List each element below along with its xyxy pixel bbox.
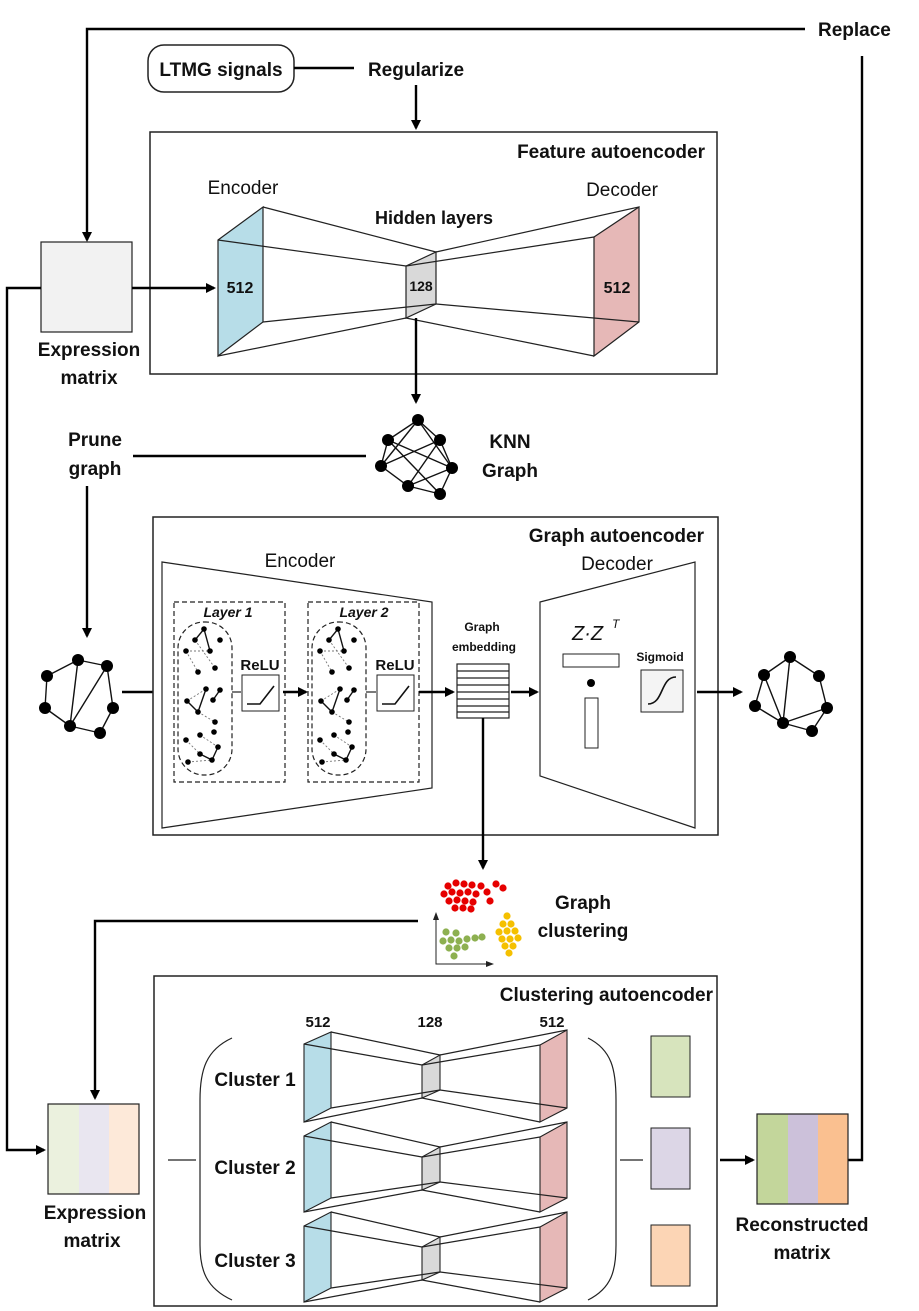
regularize-label: Regularize [368,60,464,81]
cluster-1-autoencoder [303,1029,568,1123]
relu-1-icon [241,674,280,712]
cluster-ae-output-dim: 512 [539,1014,564,1031]
expression-matrix-box [40,241,133,333]
relu-2-icon [376,674,415,712]
feature-encoder-label: Encoder [208,178,279,199]
dot-product-icon [587,679,595,687]
graph-embedding-label-2: embedding [452,640,516,654]
zzt-sup: T [612,617,621,631]
cluster-3-autoencoder [303,1211,568,1303]
feature-ae-funnel [217,205,640,358]
decoder-dim-label: 512 [604,280,631,297]
relu-2-label: ReLU [375,657,414,674]
clustering-to-matrix-arrow [90,919,418,1100]
clustering-autoencoder-title: Clustering autoencoder [500,985,714,1006]
prune-graph-label-1: Prune [68,430,122,451]
prune-graph-label-2: graph [69,459,122,480]
layer-1-graphs [183,626,223,765]
layer-1-inner [177,621,233,776]
relu-1-label: ReLU [240,657,279,674]
z-row-vector [562,653,620,668]
reconstructed-matrix-label-2: matrix [773,1243,830,1264]
knn-graph-label-1: KNN [489,432,530,453]
replace-label: Replace [818,20,891,41]
left-brace [199,1037,233,1301]
graph-clustering-plot [433,879,522,967]
feature-autoencoder-title: Feature autoencoder [517,142,706,163]
replace-loop [82,27,864,1162]
graph-embedding-matrix [456,663,510,719]
expression-matrix-split [47,1103,140,1195]
cluster-2-output [650,1127,691,1190]
hidden-dim-label: 128 [409,278,433,294]
matrix-bypass-arrow [5,286,46,1155]
input-graph-icon [39,654,119,739]
knn-graph-label-2: Graph [482,461,538,482]
z-column-vector [584,697,599,749]
expression-matrix-label-1: Expression [38,340,140,361]
feature-decoder-label: Decoder [586,180,658,201]
hidden-layers-label: Hidden layers [375,208,493,228]
expression-matrix-bottom-label-1: Expression [44,1203,146,1224]
gae-decoder-label: Decoder [581,554,653,575]
cluster-1-label: Cluster 1 [214,1070,296,1091]
graph-autoencoder-title: Graph autoencoder [529,526,705,547]
cluster-2-autoencoder [303,1121,568,1213]
layer-2-label: Layer 2 [339,604,388,620]
gae-encoder-label: Encoder [265,551,336,572]
output-graph-icon [749,651,833,737]
reconstructed-matrix-label-1: Reconstructed [735,1215,868,1236]
expression-matrix-label-2: matrix [60,368,117,389]
zzt-label: Z·Z [571,623,604,645]
cluster-3-label: Cluster 3 [214,1251,295,1272]
ltmg-signals-label: LTMG signals [159,60,282,81]
graph-clustering-label-2: clustering [538,921,629,942]
cluster-ae-input-dim: 512 [305,1014,330,1031]
graph-embedding-label-1: Graph [464,620,499,634]
gae-decoder-trapezoid [539,561,696,829]
cluster-1-output [650,1035,691,1098]
gae-encoder-trapezoid [161,561,433,829]
sigmoid-label: Sigmoid [636,650,683,664]
knn-graph-icon [375,414,458,500]
graph-clustering-label-1: Graph [555,893,611,914]
right-brace [587,1037,617,1301]
layer-1-label: Layer 1 [203,604,252,620]
encoder-dim-label: 512 [227,280,254,297]
expression-matrix-bottom-label-2: matrix [63,1231,120,1252]
layer-2-inner [311,621,367,776]
layer-2-graphs [317,626,357,765]
reconstructed-matrix [756,1113,849,1205]
cluster-ae-hidden-dim: 128 [417,1014,442,1031]
cluster-2-label: Cluster 2 [214,1158,295,1179]
cluster-3-output [650,1224,691,1287]
